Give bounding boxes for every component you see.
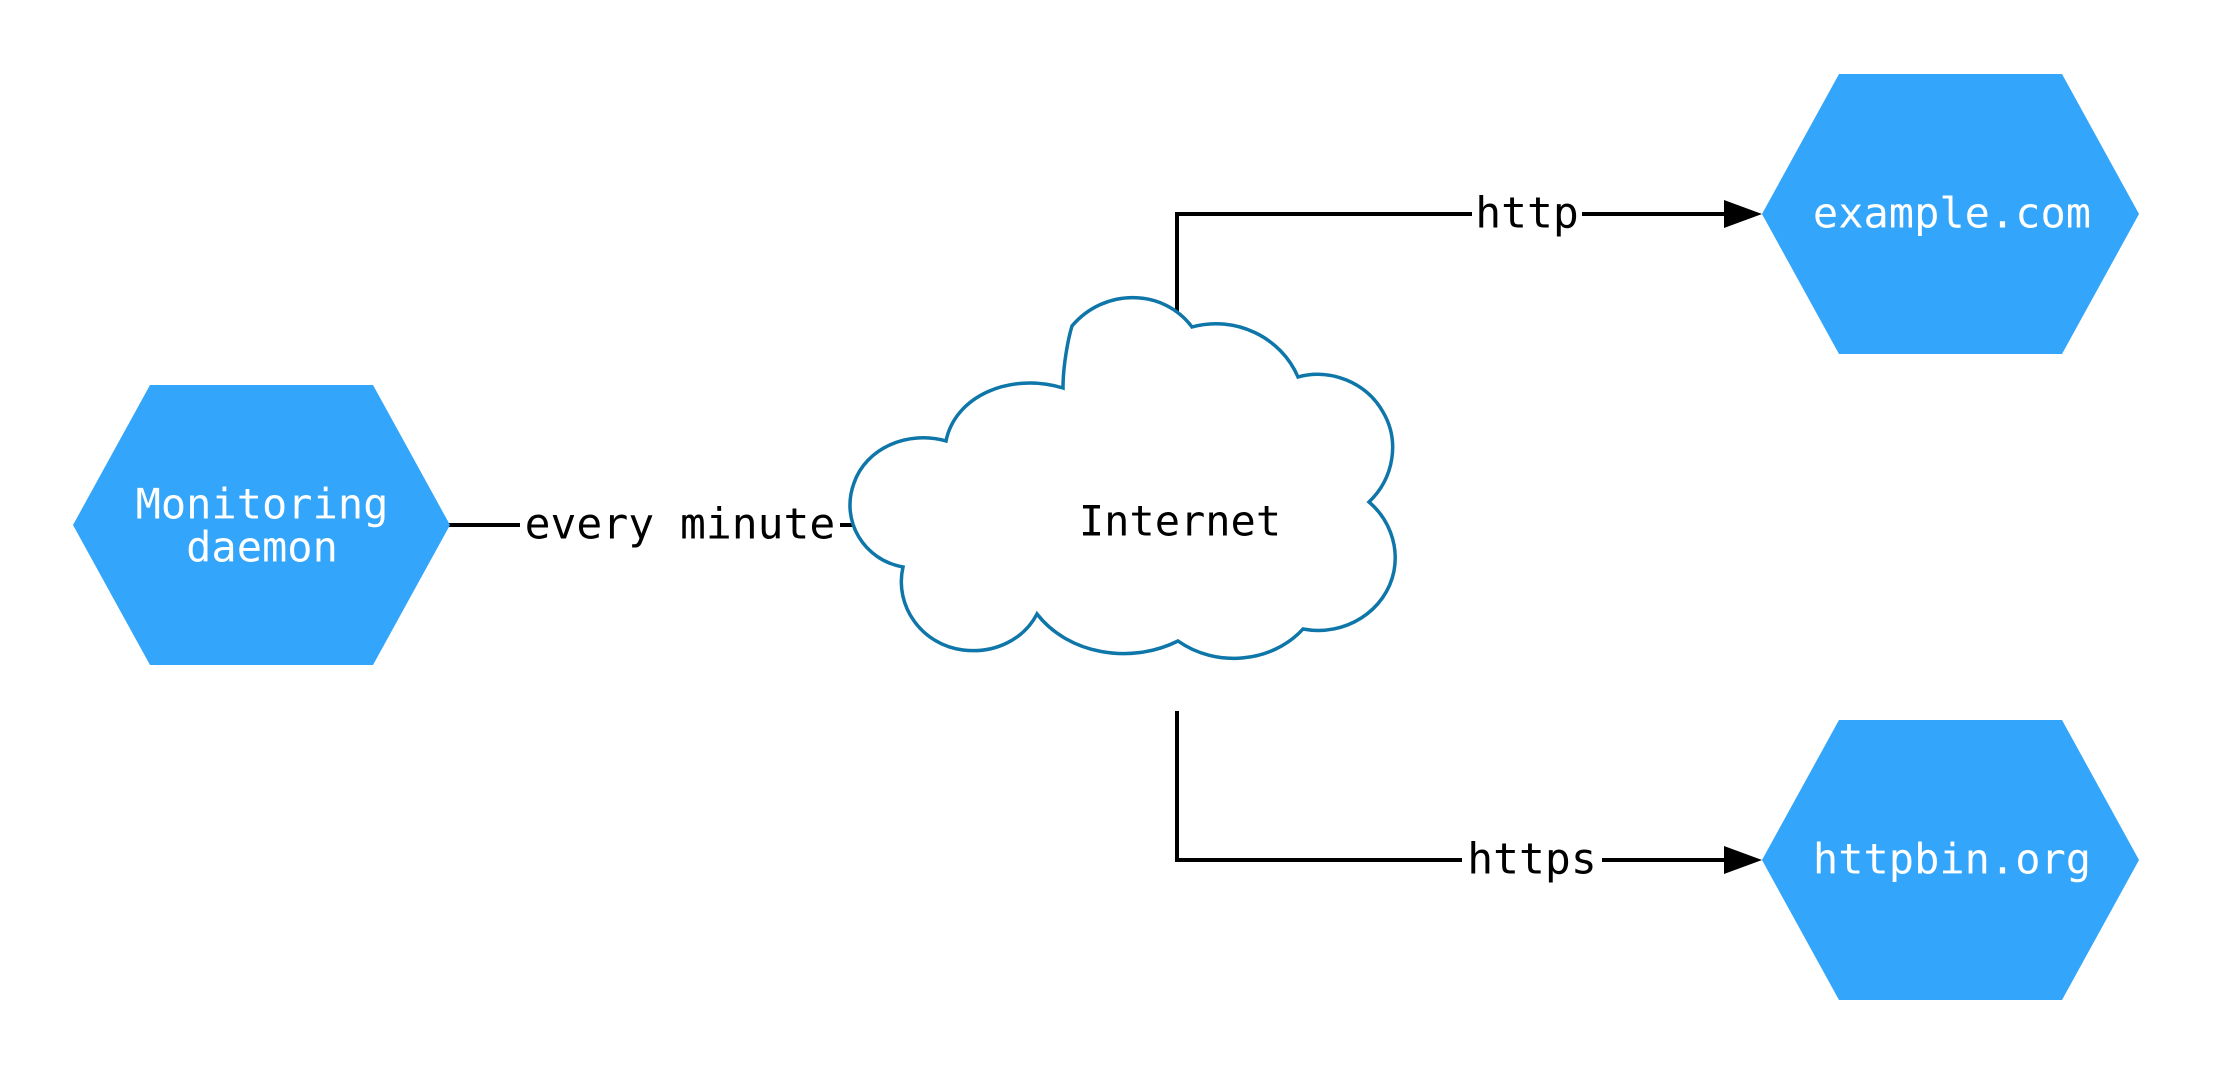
edge-label-https: https	[1467, 835, 1596, 885]
edge-label-background-every-minute	[520, 501, 840, 549]
edge-internet-to-httpbin[interactable]: https	[1175, 711, 1762, 885]
arrow-head-icon-internet-example	[1724, 200, 1762, 228]
edge-label-every-minute: every minute	[525, 500, 836, 550]
edge-internet-to-example[interactable]: http	[1175, 189, 1762, 332]
node-label-monitoring-daemon-line2: daemon	[186, 523, 338, 572]
hexagon-shape-monitoring-daemon	[73, 385, 450, 665]
edge-label-background-http	[1472, 190, 1582, 238]
node-httpbin-org[interactable]: httpbin.org	[1762, 720, 2139, 1000]
node-example-com[interactable]: example.com	[1762, 74, 2139, 354]
edge-label-http: http	[1475, 189, 1579, 239]
node-label-monitoring-daemon-line1: Monitoring	[136, 480, 389, 529]
node-monitoring-daemon[interactable]: Monitoring daemon	[73, 385, 450, 665]
arrow-head-icon-internet-httpbin	[1724, 846, 1762, 874]
edge-daemon-to-internet[interactable]: every minute	[448, 500, 945, 550]
hexagon-shape-example-com	[1762, 74, 2139, 354]
edge-label-background-https	[1462, 836, 1602, 884]
node-label-example-com: example.com	[1813, 189, 2091, 238]
cloud-shape-internet	[848, 296, 1397, 660]
hexagon-shape-httpbin-org	[1762, 720, 2139, 1000]
edge-line-internet-example	[1175, 212, 1755, 331]
node-internet[interactable]: Internet	[848, 296, 1397, 660]
node-label-internet: Internet	[1079, 497, 1281, 546]
node-label-httpbin-org: httpbin.org	[1813, 835, 2091, 884]
